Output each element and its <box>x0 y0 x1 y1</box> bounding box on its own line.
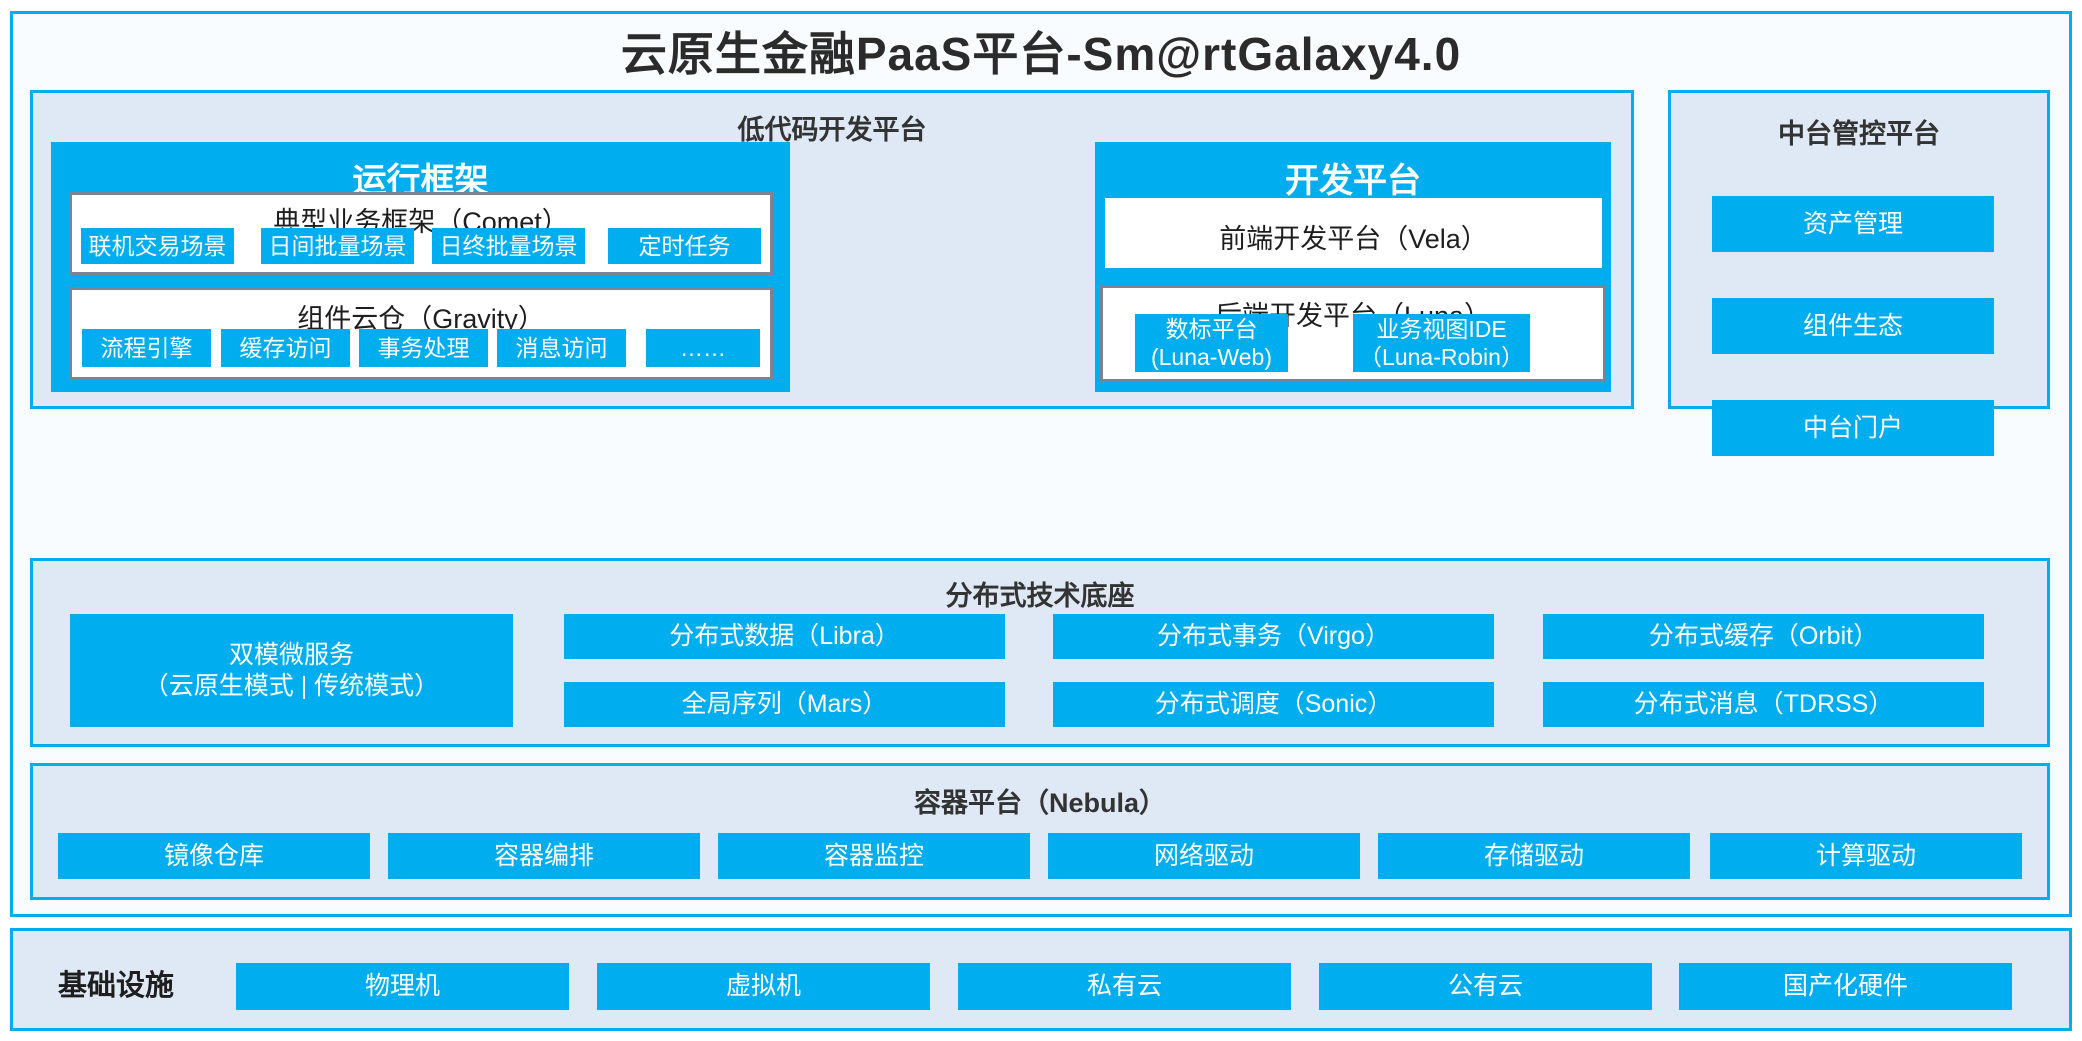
backend-item-luna-robin[interactable]: 业务视图IDE （Luna-Robin） <box>1353 314 1530 372</box>
distributed-foundation-title: 分布式技术底座 <box>945 581 1135 611</box>
backend-item-luna-web[interactable]: 数标平台 (Luna-Web) <box>1135 314 1288 372</box>
gravity-item-transaction-processing[interactable]: 事务处理 <box>359 329 488 367</box>
comet-item-eod-batch[interactable]: 日终批量场景 <box>432 228 585 264</box>
distributed-item-libra[interactable]: 分布式数据（Libra） <box>564 614 1005 659</box>
infrastructure-item-private-cloud[interactable]: 私有云 <box>958 963 1291 1010</box>
distributed-item-orbit[interactable]: 分布式缓存（Orbit） <box>1543 614 1984 659</box>
infrastructure-label: 基础设施 <box>58 970 175 1002</box>
infrastructure-item-public-cloud[interactable]: 公有云 <box>1319 963 1652 1010</box>
gravity-item-cache-access[interactable]: 缓存访问 <box>221 329 350 367</box>
distributed-item-dual-mode-microservice[interactable]: 双模微服务 （云原生模式 | 传统模式） <box>70 614 513 727</box>
container-item-orchestration[interactable]: 容器编排 <box>388 833 700 879</box>
comet-item-scheduled-task[interactable]: 定时任务 <box>608 228 761 264</box>
distributed-item-mars[interactable]: 全局序列（Mars） <box>564 682 1005 727</box>
comet-item-intraday-batch[interactable]: 日间批量场景 <box>261 228 414 264</box>
container-platform-panel: 容器平台（Nebula） <box>30 763 2050 900</box>
midoffice-item-component-ecosystem[interactable]: 组件生态 <box>1712 298 1994 354</box>
container-item-monitoring[interactable]: 容器监控 <box>718 833 1030 879</box>
gravity-item-more[interactable]: …… <box>646 329 760 367</box>
lowcode-platform-title: 低代码开发平台 <box>737 115 927 145</box>
infrastructure-item-virtual-machine[interactable]: 虚拟机 <box>597 963 930 1010</box>
gravity-item-message-access[interactable]: 消息访问 <box>497 329 626 367</box>
gravity-item-process-engine[interactable]: 流程引擎 <box>82 329 211 367</box>
frontend-dev-platform-card: 前端开发平台（Vela） <box>1105 198 1602 268</box>
frontend-dev-platform-label: 前端开发平台（Vela） <box>1219 224 1488 254</box>
dev-platform-title: 开发平台 <box>1285 162 1421 200</box>
midoffice-title: 中台管控平台 <box>1778 119 1940 149</box>
distributed-item-sonic[interactable]: 分布式调度（Sonic） <box>1053 682 1494 727</box>
container-item-compute-driver[interactable]: 计算驱动 <box>1710 833 2022 879</box>
distributed-item-virgo[interactable]: 分布式事务（Virgo） <box>1053 614 1494 659</box>
midoffice-item-asset-management[interactable]: 资产管理 <box>1712 196 1994 252</box>
container-platform-title: 容器平台（Nebula） <box>913 788 1167 818</box>
infrastructure-item-domestic-hardware[interactable]: 国产化硬件 <box>1679 963 2012 1010</box>
container-item-image-registry[interactable]: 镜像仓库 <box>58 833 370 879</box>
midoffice-item-portal[interactable]: 中台门户 <box>1712 400 1994 456</box>
distributed-item-tdrss[interactable]: 分布式消息（TDRSS） <box>1543 682 1984 727</box>
container-item-network-driver[interactable]: 网络驱动 <box>1048 833 1360 879</box>
page-title: 云原生金融PaaS平台-Sm@rtGalaxy4.0 <box>620 28 1462 80</box>
infrastructure-item-physical-machine[interactable]: 物理机 <box>236 963 569 1010</box>
comet-item-online-transaction[interactable]: 联机交易场景 <box>81 228 234 264</box>
container-item-storage-driver[interactable]: 存储驱动 <box>1378 833 1690 879</box>
